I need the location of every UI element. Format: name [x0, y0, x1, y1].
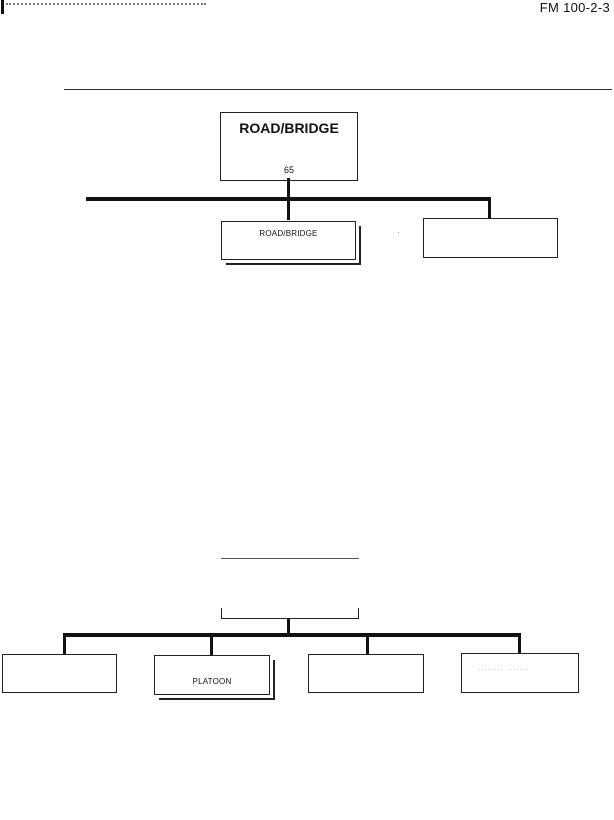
org-box-stack-shadow [159, 660, 275, 700]
connector-vertical-top [287, 619, 290, 636]
connector-vertical-child-1 [63, 635, 66, 655]
org-box-empty [423, 218, 558, 258]
org-box-child-1 [2, 654, 117, 693]
section-rule [64, 89, 612, 90]
document-id: FM 100-2-3 [539, 0, 610, 15]
org-box-top-faint [221, 558, 359, 619]
connector-horizontal [86, 197, 491, 201]
org-box-label-faint: ........ ....... [478, 663, 530, 672]
org-box-road-bridge-sub: ROAD/BRIDGE [221, 221, 356, 260]
org-box-label: ROAD/BRIDGE [259, 229, 318, 238]
connector-vertical-child-3 [366, 635, 369, 655]
org-box-top-left-tick [221, 608, 222, 619]
header-dotted-rule [6, 3, 206, 5]
org-box-label: PLATOON [192, 677, 232, 686]
org-chart-platoons: PLATOON ........ ....... [0, 540, 614, 710]
org-chart-road-bridge: ROAD/BRIDGE 65 ROAD/BRIDGE [0, 0, 614, 300]
connector-vertical-child-2 [488, 200, 491, 218]
corner-mark [1, 0, 4, 14]
scan-speck [398, 232, 399, 233]
org-box-top-right-tick [358, 608, 359, 619]
org-box-number: 65 [283, 165, 294, 175]
connector-vertical-top [287, 178, 290, 200]
org-box-stack-shadow [226, 226, 361, 265]
connector-vertical-child-1 [287, 200, 290, 220]
connector-horizontal [63, 633, 521, 637]
org-box-child-3 [308, 654, 424, 693]
connector-vertical-child-2 [210, 635, 213, 655]
org-box-child-4: ........ ....... [461, 653, 579, 693]
org-box-platoon: PLATOON [154, 655, 270, 695]
connector-vertical-child-4 [518, 635, 521, 655]
org-box-road-bridge-unit: ROAD/BRIDGE 65 [220, 112, 358, 181]
org-box-title: ROAD/BRIDGE [239, 120, 339, 136]
